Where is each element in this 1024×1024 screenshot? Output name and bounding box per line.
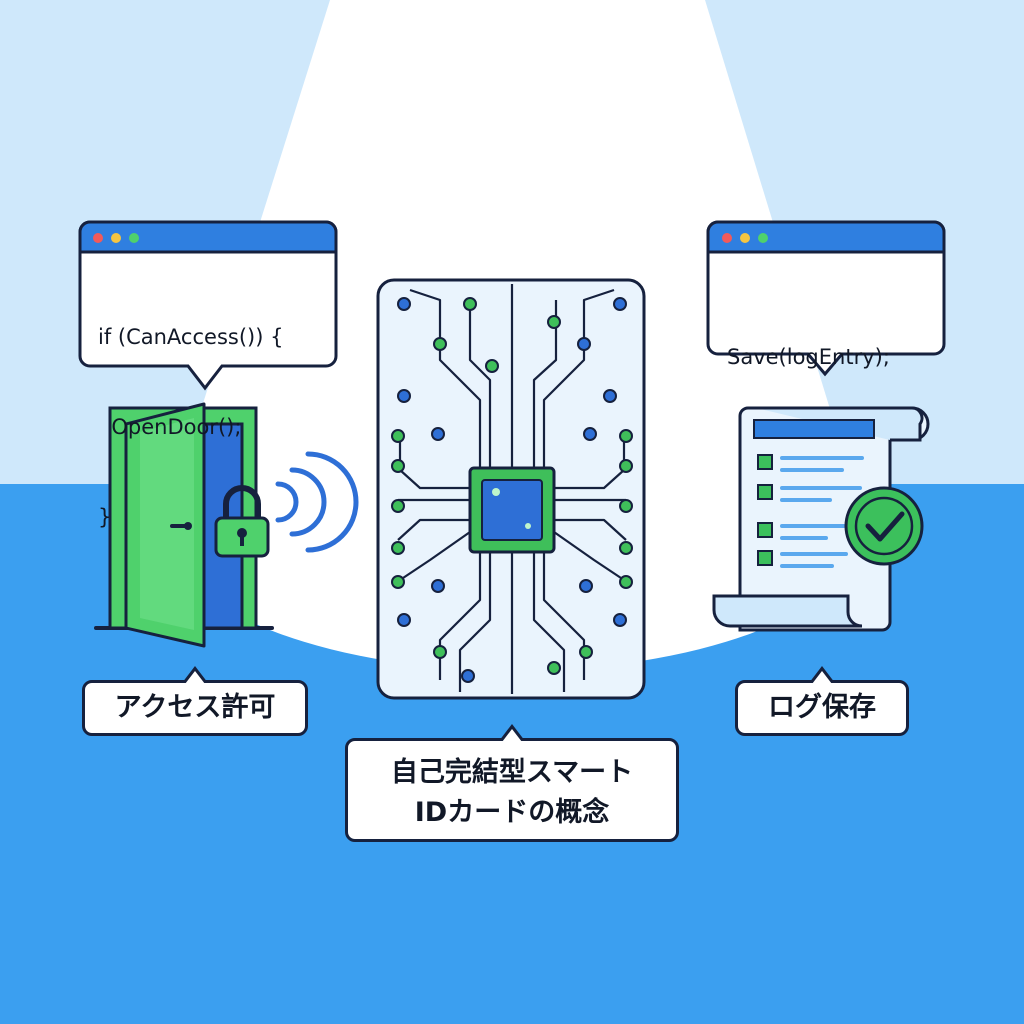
concept-title-line2: IDカードの概念 [414,797,610,828]
circuit-node [619,575,633,589]
padlock-icon [214,485,270,558]
circuit-node [461,669,475,683]
circuit-node [547,661,561,675]
circuit-trace [554,518,627,541]
log-row-marker [757,522,773,538]
window-dot-green [758,233,768,243]
code-window-right [706,220,946,377]
log-document-icon [712,406,930,632]
circuit-trace [542,288,615,468]
code-line: } [98,505,112,529]
circuit-node [433,337,447,351]
circuit-node [579,645,593,659]
code-snippet-access: if (CanAccess()) { OpenDoor(); } [98,262,283,562]
circuit-trace [468,300,492,468]
circuit-trace [553,531,625,581]
circuit-node [619,429,633,443]
concept-title-line1: 自己完結型スマート [390,757,634,788]
circuit-node [391,429,405,443]
window-dot-yellow [740,233,750,243]
window-dot-red [93,233,103,243]
circuit-trace [554,430,626,490]
circuit-node [431,579,445,593]
code-window-left [78,220,338,391]
access-granted-label: アクセス許可 [82,666,308,736]
circuit-node [391,541,405,555]
circuit-node [577,337,591,351]
log-row-marker [757,550,773,566]
circuit-trace [542,552,586,680]
circuit-node [603,389,617,403]
code-line: OpenDoor(); [98,415,242,439]
window-dot-red [722,233,732,243]
circuit-trace [398,430,470,490]
log-row-marker [757,454,773,470]
door-icon [94,402,274,648]
circuit-node [619,459,633,473]
circuit-node [613,613,627,627]
circuit-node [583,427,597,441]
circuit-trace [532,552,566,692]
log-row-marker [757,484,773,500]
chip-icon [468,466,556,554]
circuit-trace [458,552,492,692]
circuit-node [391,459,405,473]
circuit-node [433,645,447,659]
circuit-trace [532,300,558,468]
circuit-node [547,315,561,329]
circuit-trace [438,552,482,680]
circuit-node [613,297,627,311]
code-snippet-log: Save(logEntry); [727,282,890,402]
log-save-label: ログ保存 [735,666,909,736]
circuit-node [397,297,411,311]
code-line: if (CanAccess()) { [98,325,284,349]
code-line: Save(logEntry); [727,345,890,369]
window-dot-green [129,233,139,243]
circuit-trace [397,518,470,541]
checkmark-badge-icon [844,486,924,566]
circuit-trace [399,531,471,581]
circuit-node [579,579,593,593]
circuit-node [463,297,477,311]
concept-title-label: 自己完結型スマート IDカードの概念 [345,724,679,842]
circuit-node [391,499,405,513]
window-dot-yellow [111,233,121,243]
circuit-node [431,427,445,441]
circuit-node [397,613,411,627]
circuit-trace [409,288,482,468]
signal-waves-icon [275,451,359,553]
circuit-node [619,541,633,555]
circuit-node [391,575,405,589]
circuit-node [619,499,633,513]
circuit-node [485,359,499,373]
circuit-node [397,389,411,403]
